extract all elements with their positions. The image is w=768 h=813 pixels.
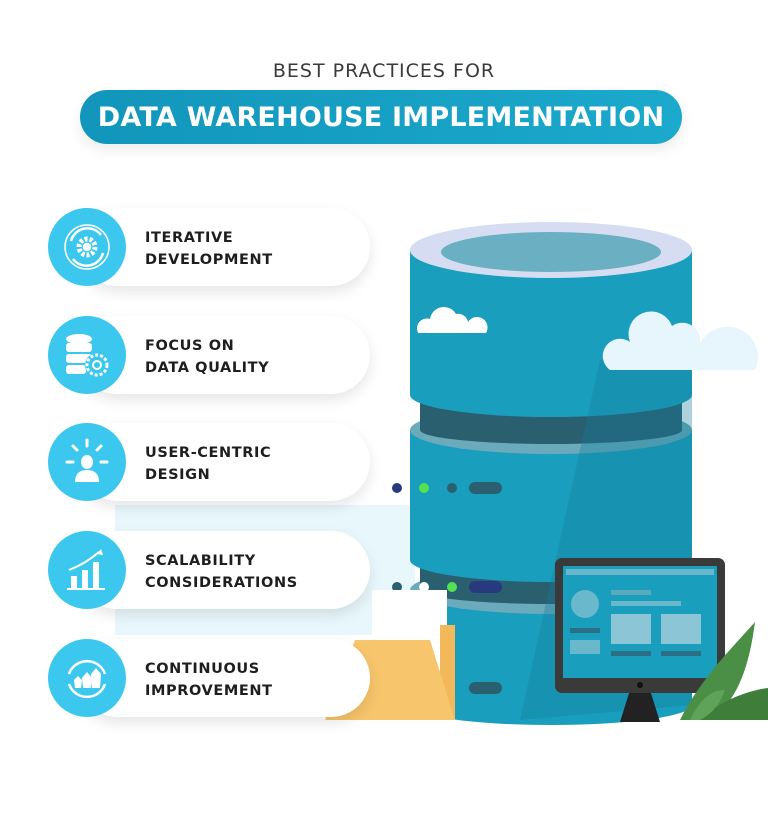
practice-pill <box>78 316 370 394</box>
cloud-icon <box>416 306 488 333</box>
plant-icon <box>680 622 768 720</box>
growth-chart-icon <box>48 531 126 609</box>
practice-pill <box>78 639 370 717</box>
user-idea-icon <box>48 423 126 501</box>
subtitle: BEST PRACTICES FOR <box>272 60 496 82</box>
improvement-cycle-icon <box>48 639 126 717</box>
cloud-icon <box>602 311 758 370</box>
practice-pill <box>78 208 370 286</box>
gear-cycle-icon <box>48 208 126 286</box>
title-banner: DATA WAREHOUSE IMPLEMENTATION <box>80 90 682 144</box>
monitor-icon <box>555 558 725 722</box>
practice-pill <box>78 531 370 609</box>
server-indicators <box>392 482 502 694</box>
practice-pill <box>78 423 370 501</box>
database-gear-icon <box>48 316 126 394</box>
